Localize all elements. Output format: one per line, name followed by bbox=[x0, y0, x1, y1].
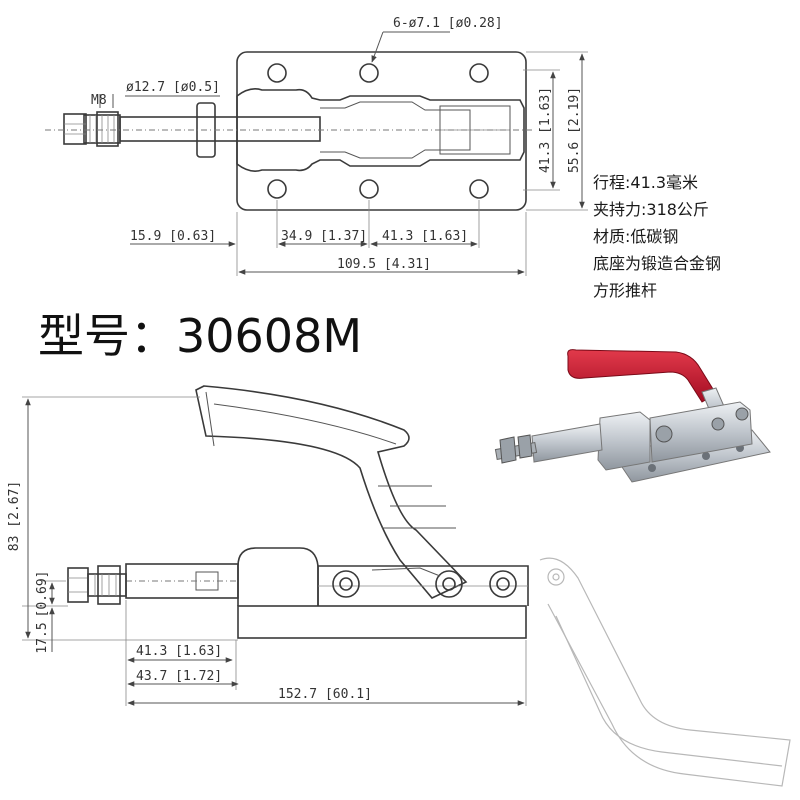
base-plate bbox=[236, 51, 527, 211]
dim-83-vertical: 83 [2.67] bbox=[7, 481, 22, 551]
dim-0-69-vertical: [0.69] bbox=[35, 571, 50, 618]
spec-list: 行程:41.3毫米 夹持力:318公斤 材质:低碳钢 底座为锻造合金钢 方形推杆 bbox=[593, 173, 721, 300]
plunger-assembly bbox=[45, 88, 535, 172]
handle bbox=[195, 385, 468, 599]
dim-41-3-horizontal: 41.3 [1.63] bbox=[382, 229, 468, 244]
product-photo bbox=[494, 349, 771, 483]
side-dimensions bbox=[22, 396, 527, 706]
side-view: 83 [2.67] [0.69] 17.5 41.3 [1.63] 43.7 [… bbox=[7, 385, 791, 787]
hole bbox=[359, 179, 379, 199]
dim-41-3-vertical: 41.3 [1.63] bbox=[538, 87, 553, 173]
hole bbox=[267, 179, 287, 199]
hole bbox=[469, 63, 489, 83]
hole bbox=[267, 63, 287, 83]
spec-base: 底座为锻造合金钢 bbox=[593, 254, 721, 273]
spec-material: 材质:低碳钢 bbox=[593, 227, 678, 246]
side-base bbox=[237, 605, 527, 639]
top-dimensions bbox=[99, 31, 588, 276]
dim-41-3-side: 41.3 [1.63] bbox=[136, 644, 222, 659]
top-view: 6-ø7.1 [ø0.28] M8 ø12.7 [ø0.5] 41.3 [1.6… bbox=[45, 16, 588, 276]
dim-34-9: 34.9 [1.37] bbox=[281, 229, 367, 244]
dim-109-5: 109.5 [4.31] bbox=[337, 257, 431, 272]
hole bbox=[469, 179, 489, 199]
mounting-holes bbox=[267, 63, 489, 199]
thread-label: M8 bbox=[91, 93, 107, 108]
dim-15-9: 15.9 [0.63] bbox=[130, 229, 216, 244]
rod-diameter-label: ø12.7 [ø0.5] bbox=[126, 80, 220, 95]
dim-17-5-vertical: 17.5 bbox=[35, 622, 50, 653]
dim-55-6-vertical: 55.6 [2.19] bbox=[567, 87, 582, 173]
hole bbox=[359, 63, 379, 83]
spec-clamp-force: 夹持力:318公斤 bbox=[593, 200, 709, 219]
spec-rod-shape: 方形推杆 bbox=[593, 281, 657, 300]
dim-43-7-side: 43.7 [1.72] bbox=[136, 669, 222, 684]
dim-152-7-side: 152.7 [60.1] bbox=[278, 687, 372, 702]
spec-stroke: 行程:41.3毫米 bbox=[593, 173, 698, 192]
model-number: 型号：30608M bbox=[38, 309, 362, 363]
released-handle-outline bbox=[539, 557, 791, 787]
holes-label: 6-ø7.1 [ø0.28] bbox=[393, 16, 503, 31]
